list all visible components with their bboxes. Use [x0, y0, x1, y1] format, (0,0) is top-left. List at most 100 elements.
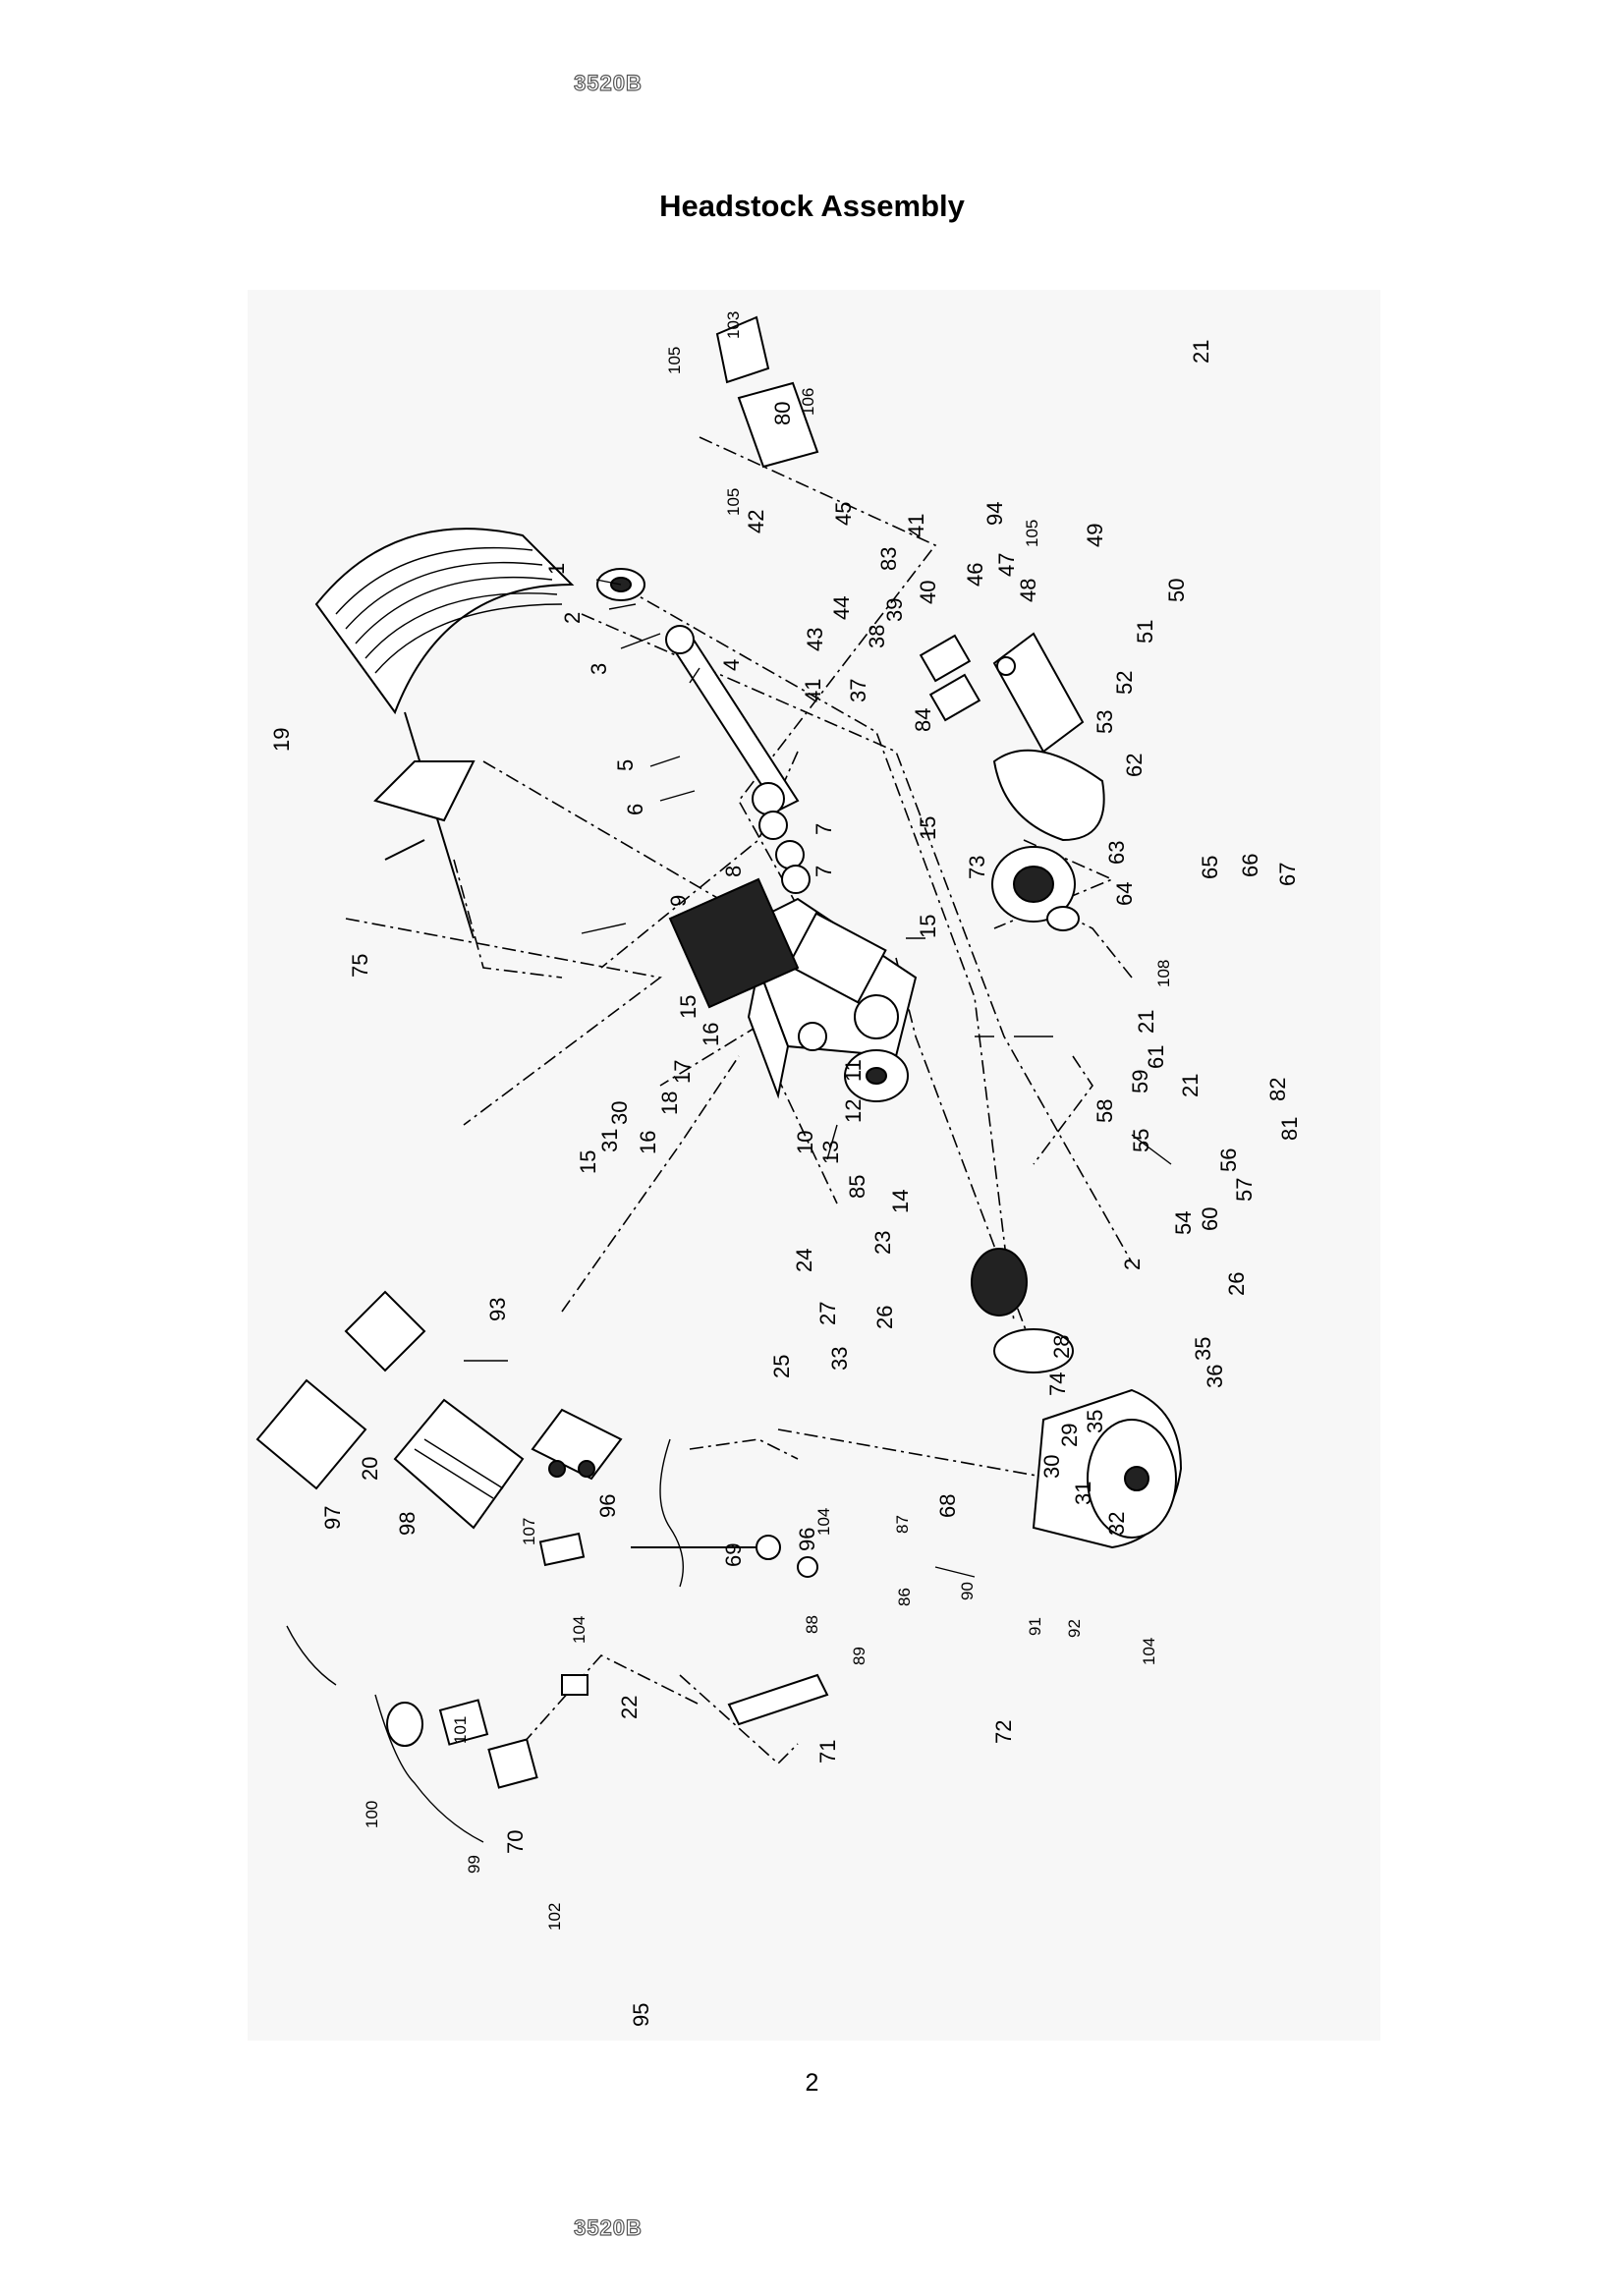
- callout-68: 68: [935, 1494, 960, 1518]
- callout-48: 48: [1016, 579, 1040, 602]
- callout-35a: 35: [1191, 1337, 1215, 1361]
- callout-96b: 96: [595, 1494, 620, 1518]
- callout-25: 25: [769, 1355, 794, 1378]
- callout-64: 64: [1112, 882, 1137, 906]
- callout-33: 33: [827, 1347, 852, 1371]
- callout-21c: 21: [1178, 1074, 1203, 1097]
- display-panel: [668, 877, 800, 1009]
- drive-belt: [992, 749, 1105, 842]
- callout-41a: 41: [904, 514, 928, 537]
- callout-15d: 15: [576, 1150, 600, 1174]
- callout-93: 93: [485, 1298, 510, 1321]
- callout-103: 103: [724, 311, 743, 339]
- callout-74: 74: [1045, 1372, 1070, 1396]
- callout-36: 36: [1203, 1365, 1227, 1388]
- callout-80: 80: [770, 402, 795, 425]
- control-panel: [531, 1408, 623, 1481]
- callout-73: 73: [965, 856, 989, 879]
- callout-69: 69: [721, 1543, 746, 1567]
- callout-55: 55: [1129, 1129, 1153, 1152]
- callout-47: 47: [994, 553, 1019, 577]
- callout-18: 18: [657, 1092, 682, 1115]
- callout-41b: 41: [801, 679, 825, 702]
- label-plate: [344, 1290, 426, 1372]
- callout-75: 75: [348, 954, 372, 978]
- remote-switch: [386, 1674, 588, 1789]
- banjo-bracket: [373, 760, 476, 861]
- callout-83: 83: [876, 547, 901, 571]
- callout-15c: 15: [676, 995, 700, 1019]
- callout-98: 98: [395, 1512, 420, 1536]
- callout-92: 92: [1065, 1619, 1084, 1638]
- callout-105b: 105: [724, 488, 743, 516]
- callout-23: 23: [870, 1231, 895, 1255]
- callout-53: 53: [1092, 710, 1117, 734]
- callout-97: 97: [320, 1506, 345, 1530]
- callout-81: 81: [1277, 1117, 1302, 1141]
- callout-63: 63: [1104, 841, 1129, 865]
- callout-107: 107: [520, 1518, 538, 1545]
- callout-5: 5: [613, 759, 638, 771]
- headstock-casting: [747, 897, 918, 1099]
- page-number: 2: [805, 2069, 819, 2097]
- callout-43: 43: [803, 628, 827, 651]
- callout-52: 52: [1112, 671, 1137, 695]
- callout-1: 1: [544, 563, 569, 575]
- callout-26b: 26: [1224, 1272, 1249, 1296]
- callout-13: 13: [818, 1141, 843, 1164]
- callout-108: 108: [1154, 960, 1173, 987]
- motor-pulley: [971, 1248, 1074, 1373]
- callout-105c: 105: [1023, 520, 1041, 547]
- callout-84: 84: [911, 708, 935, 732]
- electrical-cover: [255, 1378, 367, 1490]
- callout-67: 67: [1275, 863, 1300, 886]
- callout-101: 101: [451, 1716, 470, 1744]
- callout-16a: 16: [699, 1023, 723, 1046]
- callout-44: 44: [829, 596, 854, 620]
- callout-27: 27: [815, 1302, 840, 1325]
- callout-16b: 16: [636, 1131, 660, 1154]
- callout-7b: 7: [812, 866, 836, 877]
- bowl-guard: [314, 528, 575, 939]
- callout-99: 99: [465, 1855, 483, 1874]
- switch-bracket: [919, 634, 981, 722]
- callout-104b: 104: [814, 1508, 833, 1536]
- callout-30a: 30: [1039, 1455, 1064, 1479]
- callout-30b: 30: [607, 1101, 632, 1125]
- callout-15b: 15: [916, 915, 940, 938]
- callout-57: 57: [1232, 1178, 1257, 1202]
- callout-14: 14: [888, 1190, 913, 1213]
- callout-88: 88: [803, 1615, 821, 1634]
- callout-31a: 31: [1071, 1482, 1095, 1505]
- callout-17: 17: [670, 1060, 695, 1084]
- callout-94: 94: [982, 502, 1007, 526]
- callout-82: 82: [1265, 1078, 1290, 1101]
- callout-89: 89: [850, 1647, 868, 1665]
- callout-85: 85: [845, 1175, 869, 1199]
- callout-56: 56: [1216, 1148, 1241, 1172]
- callout-35b: 35: [1083, 1410, 1107, 1433]
- callout-2: 2: [560, 612, 585, 624]
- callout-22: 22: [617, 1696, 642, 1719]
- guard-plate: [992, 632, 1085, 754]
- switch-shaft: [538, 1532, 818, 1578]
- callout-labels: 1 2 3 4 5 6 7 7 8 9 10 11 12 13 14 15 15…: [269, 311, 1302, 2027]
- handwheel: [844, 1049, 909, 1102]
- callout-42: 42: [744, 510, 768, 533]
- diagram-canvas: 1 2 3 4 5 6 7 7 8 9 10 11 12 13 14 15 15…: [255, 311, 1302, 2027]
- callout-102: 102: [545, 1903, 564, 1931]
- callout-70: 70: [503, 1830, 528, 1854]
- callout-100: 100: [363, 1801, 381, 1828]
- callout-6: 6: [623, 804, 647, 815]
- callout-21a: 21: [1189, 340, 1213, 364]
- callout-54: 54: [1171, 1211, 1196, 1235]
- callout-86: 86: [895, 1588, 914, 1606]
- spindle-shaft: [665, 625, 800, 815]
- callout-24: 24: [792, 1249, 816, 1272]
- callout-58: 58: [1092, 1099, 1117, 1123]
- callout-62: 62: [1122, 754, 1147, 777]
- callout-72: 72: [991, 1720, 1016, 1744]
- callout-91: 91: [1026, 1617, 1044, 1636]
- bearings: [758, 811, 811, 894]
- callout-12: 12: [841, 1099, 866, 1123]
